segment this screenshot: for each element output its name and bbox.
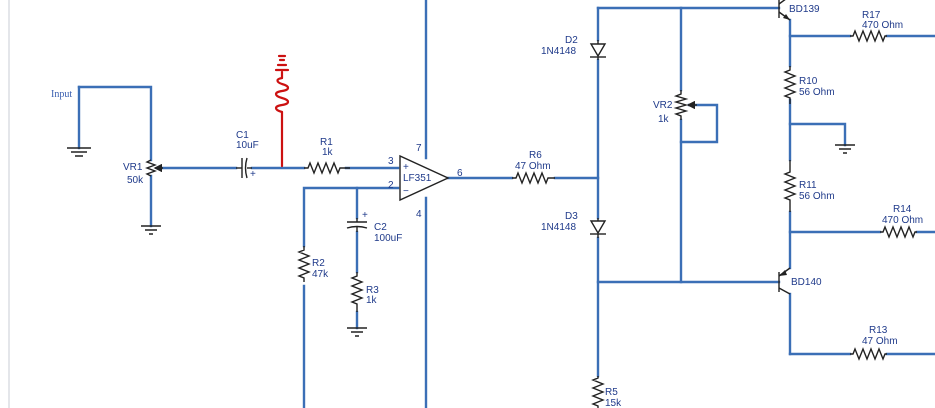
ground-symbol <box>835 144 855 154</box>
resistor-r14 <box>880 225 917 239</box>
vr1-value: 50k <box>127 175 144 186</box>
d2-part: 1N4148 <box>541 46 576 57</box>
d3-name: D3 <box>565 211 578 222</box>
r5-value: 15k <box>605 398 622 408</box>
resistor-r5 <box>591 376 605 408</box>
ground-symbol <box>141 225 161 235</box>
capacitor-c1 <box>236 157 252 179</box>
c1-plus: + <box>250 169 256 180</box>
resistor-r3 <box>350 272 364 312</box>
c2-value: 100uF <box>374 233 402 244</box>
c2-name: C2 <box>374 222 387 233</box>
r1-value: 1k <box>322 147 334 158</box>
opamp-part: LF351 <box>403 173 432 184</box>
diode-d3 <box>589 218 607 238</box>
pin-2: 2 <box>388 180 394 191</box>
r6-value: 47 Ohm <box>515 161 551 172</box>
resistor-r1 <box>304 161 350 175</box>
r2-name: R2 <box>312 258 325 269</box>
pin-4: 4 <box>416 209 422 220</box>
vr2-name: VR2 <box>653 100 673 111</box>
resistor-r6 <box>512 171 555 185</box>
r11-value: 56 Ohm <box>799 191 835 202</box>
opamp-plus: + <box>403 162 409 173</box>
r10-name: R10 <box>799 76 818 87</box>
r14-name: R14 <box>893 204 912 215</box>
r17-name: R17 <box>862 10 881 21</box>
potentiometer-vr1 <box>145 159 163 177</box>
ground-symbol <box>347 327 367 337</box>
resistor-r10 <box>783 66 797 104</box>
capacitor-c2 <box>346 218 368 232</box>
r1-name: R1 <box>320 137 333 148</box>
c1-value: 10uF <box>236 140 259 151</box>
q1-part: BD139 <box>789 4 820 15</box>
opamp-lf351 <box>399 154 450 202</box>
r10-value: 56 Ohm <box>799 87 835 98</box>
c2-plus: + <box>362 210 368 221</box>
r13-name: R13 <box>869 325 888 336</box>
r6-name: R6 <box>529 150 542 161</box>
c1-name: C1 <box>236 130 249 141</box>
transistor-bd139 <box>778 0 791 21</box>
pin-7: 7 <box>416 143 422 154</box>
d2-name: D2 <box>565 35 578 46</box>
r2-value: 47k <box>312 269 329 280</box>
r13-value: 47 Ohm <box>862 336 898 347</box>
ground-symbol <box>67 147 91 157</box>
resistor-r13 <box>850 347 887 361</box>
pin-6: 6 <box>457 168 463 179</box>
r3-name: R3 <box>366 285 379 296</box>
wires <box>77 0 935 408</box>
opamp-minus: − <box>403 186 409 197</box>
resistor-r2 <box>297 246 311 282</box>
r3-value: 1k <box>366 295 378 306</box>
q2-part: BD140 <box>791 277 822 288</box>
diode-d2 <box>589 40 607 60</box>
vr1-name: VR1 <box>123 162 143 173</box>
red-annotation-sketch <box>274 54 290 168</box>
r14-value: 470 Ohm <box>882 215 923 226</box>
r5-name: R5 <box>605 387 618 398</box>
vr2-value: 1k <box>658 114 670 125</box>
transistor-bd140 <box>778 267 791 295</box>
potentiometer-vr2 <box>673 90 697 120</box>
resistor-r11 <box>783 160 797 212</box>
input-label: Input <box>51 89 72 100</box>
r11-name: R11 <box>799 180 817 191</box>
r17-value: 470 Ohm <box>862 20 903 31</box>
d3-part: 1N4148 <box>541 222 576 233</box>
resistor-r17 <box>850 29 887 43</box>
pin-3: 3 <box>388 156 394 167</box>
